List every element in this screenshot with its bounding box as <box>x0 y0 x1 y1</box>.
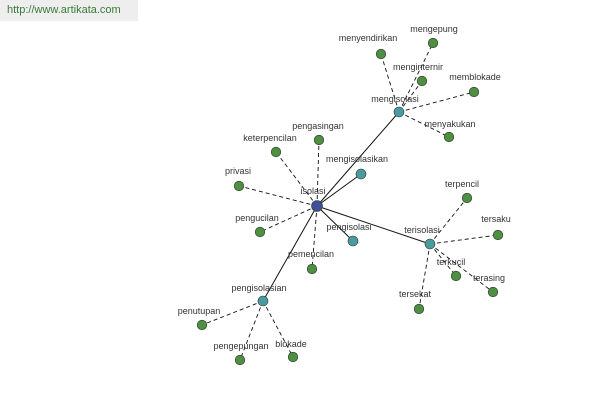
edge-isolasi-keterpencilan <box>275 151 318 207</box>
source-url-watermark[interactable]: http://www.artikata.com <box>0 0 138 21</box>
node-label-pengisolasian[interactable]: pengisolasian <box>231 283 286 293</box>
node-pengisolasi[interactable] <box>347 235 359 247</box>
node-pengepungan[interactable] <box>234 354 246 366</box>
node-isolasi[interactable] <box>311 200 323 212</box>
node-mengisolasi[interactable] <box>393 106 405 118</box>
node-pengasingan[interactable] <box>313 134 325 146</box>
edge-mengisolasi-mengepung <box>398 42 434 113</box>
node-label-pengucilan[interactable]: pengucilan <box>235 213 279 223</box>
node-label-mengepung[interactable]: mengepung <box>410 24 458 34</box>
node-blokade[interactable] <box>287 351 299 363</box>
node-label-isolasi[interactable]: isolasi <box>300 186 325 196</box>
edge-isolasi-terisolasi <box>316 205 431 245</box>
edge-pengisolasian-penutupan <box>201 300 264 326</box>
node-terisolasi[interactable] <box>424 238 436 250</box>
node-label-terpencil[interactable]: terpencil <box>445 179 479 189</box>
node-menginternir[interactable] <box>416 75 428 87</box>
node-pengucilan[interactable] <box>254 226 266 238</box>
node-label-menyendirikan[interactable]: menyendirikan <box>339 33 398 43</box>
edge-mengisolasi-menyakukan <box>398 111 450 138</box>
edge-isolasi-pengucilan <box>259 205 318 233</box>
edge-isolasi-mengisolasikan <box>316 173 362 207</box>
edge-isolasi-mengisolasi <box>316 111 400 207</box>
edge-isolasi-pengisolasi <box>316 205 354 242</box>
node-label-mengisolasi[interactable]: mengisolasi <box>371 94 419 104</box>
node-label-pengasingan[interactable]: pengasingan <box>292 121 344 131</box>
node-pengisolasian[interactable] <box>257 295 269 307</box>
node-tersaku[interactable] <box>492 229 504 241</box>
node-label-memblokade[interactable]: memblokade <box>449 72 501 82</box>
node-label-blokade[interactable]: blokade <box>275 339 307 349</box>
node-label-privasi[interactable]: privasi <box>225 166 251 176</box>
node-label-mengisolasikan[interactable]: mengisolasikan <box>326 154 388 164</box>
edges-layer <box>201 42 499 361</box>
node-keterpencilan[interactable] <box>270 146 282 158</box>
node-mengepung[interactable] <box>427 37 439 49</box>
node-label-pemencilan[interactable]: pemencilan <box>288 249 334 259</box>
node-label-tersaku[interactable]: tersaku <box>481 214 511 224</box>
edge-mengisolasi-menyendirikan <box>380 53 400 113</box>
node-label-menyakukan[interactable]: menyakukan <box>424 119 475 129</box>
node-menyendirikan[interactable] <box>375 48 387 60</box>
node-label-menginternir[interactable]: menginternir <box>393 62 443 72</box>
edge-isolasi-pemencilan <box>311 205 318 270</box>
node-privasi[interactable] <box>233 180 245 192</box>
labels-layer: isolasi mengisolasi terisolasi pengisolasia… <box>178 24 511 351</box>
node-mengisolasikan[interactable] <box>355 168 367 180</box>
node-memblokade[interactable] <box>468 86 480 98</box>
nodes-layer <box>196 37 504 366</box>
edge-terisolasi-tersekat <box>418 243 431 310</box>
node-terpencil[interactable] <box>461 192 473 204</box>
edge-terisolasi-terpencil <box>429 197 468 245</box>
node-menyakukan[interactable] <box>443 131 455 143</box>
node-terkucil[interactable] <box>450 270 462 282</box>
node-label-penutupan[interactable]: penutupan <box>178 306 221 316</box>
edge-isolasi-pengasingan <box>316 139 320 207</box>
node-terasing[interactable] <box>487 286 499 298</box>
node-label-pengepungan[interactable]: pengepungan <box>213 341 268 351</box>
edge-terisolasi-tersaku <box>429 234 499 245</box>
node-tersekat[interactable] <box>413 303 425 315</box>
edge-pengisolasian-pengepungan <box>239 300 264 361</box>
edge-pengisolasian-blokade <box>262 300 294 358</box>
node-label-terisolasi[interactable]: terisolasi <box>404 225 440 235</box>
edge-isolasi-pengisolasian <box>262 205 318 302</box>
node-pemencilan[interactable] <box>306 263 318 275</box>
node-label-terasing[interactable]: terasing <box>473 273 505 283</box>
node-label-tersekat[interactable]: tersekat <box>399 289 432 299</box>
node-label-pengisolasi[interactable]: pengisolasi <box>326 222 371 232</box>
edge-mengisolasi-memblokade <box>398 91 475 113</box>
node-label-terkucil[interactable]: terkucil <box>437 257 466 267</box>
edge-terisolasi-terasing <box>429 243 494 293</box>
node-penutupan[interactable] <box>196 319 208 331</box>
node-label-keterpencilan[interactable]: keterpencilan <box>243 133 297 143</box>
